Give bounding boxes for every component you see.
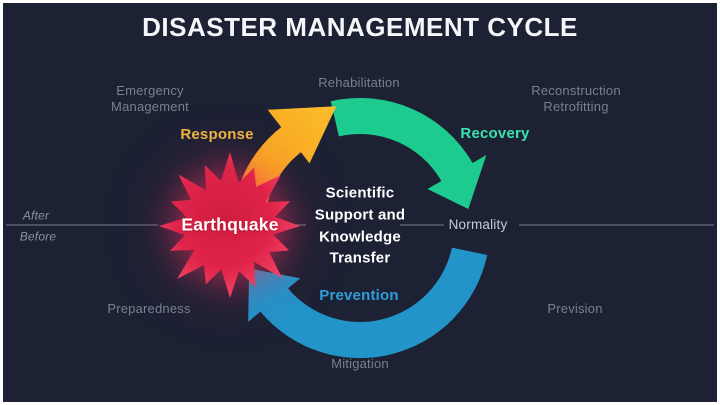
label-recovery: Recovery <box>460 124 530 142</box>
label-earthquake: Earthquake <box>181 214 279 235</box>
earthquake-starburst <box>159 152 300 298</box>
label-normality: Normality <box>448 216 508 232</box>
label-prevention: Prevention <box>319 286 399 304</box>
label-prevision: Prevision <box>547 301 603 317</box>
recovery-arc-arrow <box>330 97 487 209</box>
label-response: Response <box>180 125 254 143</box>
label-after: After <box>22 208 50 223</box>
label-preparedness: Preparedness <box>107 301 191 317</box>
page-title: DISASTER MANAGEMENT CYCLE <box>142 12 578 43</box>
label-emergency-management: Emergency Management <box>111 83 189 114</box>
label-reconstruction-retrofitting: Reconstruction Retrofitting <box>531 83 621 114</box>
label-before: Before <box>19 229 57 244</box>
cycle-center-text: Scientific Support and Knowledge Transfe… <box>314 184 406 267</box>
label-rehabilitation: Rehabilitation <box>318 75 400 91</box>
prevention-arc-arrow <box>248 247 488 359</box>
label-mitigation: Mitigation <box>331 356 389 372</box>
